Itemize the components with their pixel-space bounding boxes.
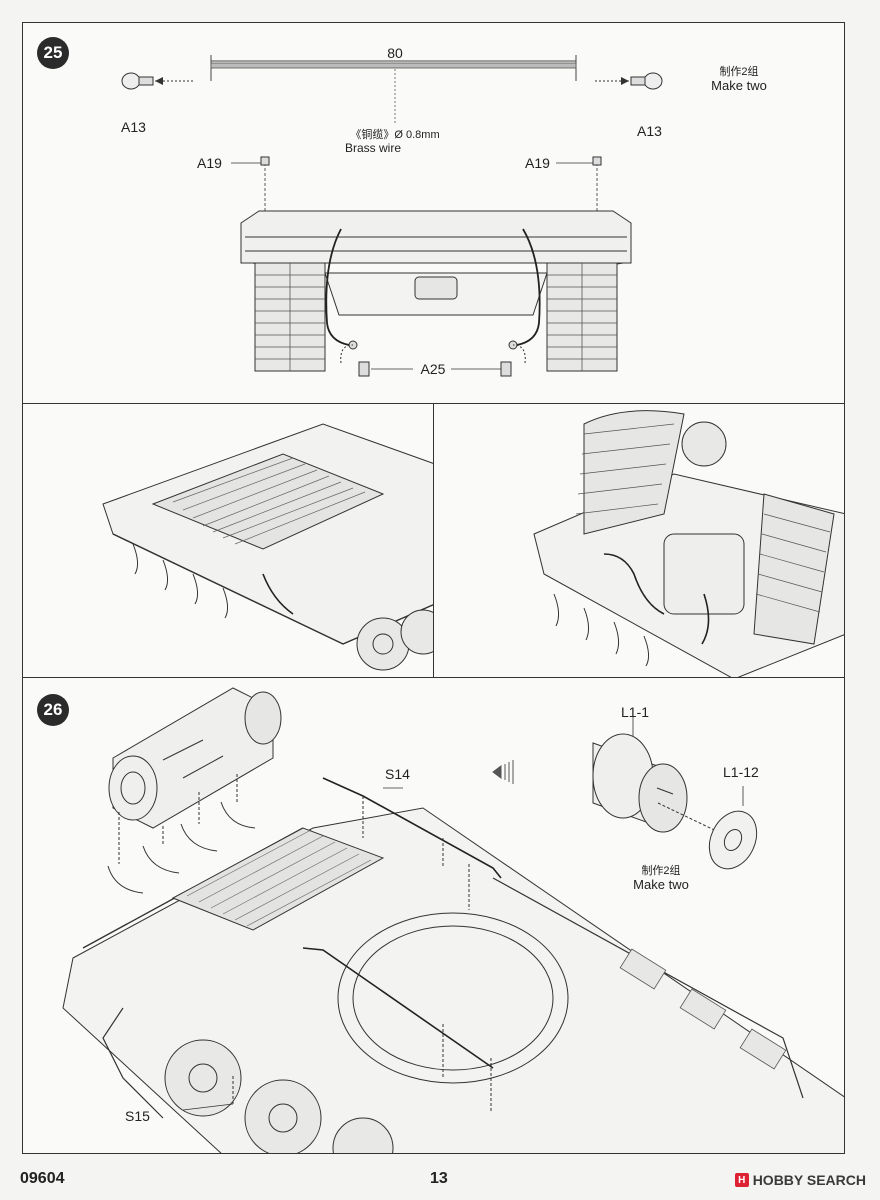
make-two-cn-26: 制作2组	[641, 865, 681, 877]
fuel-drum-stack-icon	[108, 687, 282, 829]
hobby-search-watermark: H HOBBY SEARCH	[734, 1172, 866, 1188]
drum-lid-l1-12-icon	[708, 786, 758, 870]
fuel-drum-l1-1-icon	[592, 708, 732, 839]
part-l1-12-label: L1-12	[723, 764, 759, 780]
wire-length-label: 80	[387, 45, 403, 61]
part-a13-left-label: A13	[121, 119, 146, 135]
detail-view-right	[433, 403, 845, 678]
step-25-panel: 25	[22, 22, 845, 404]
step-25-drawing	[121, 55, 663, 377]
part-a13-right-label: A13	[637, 123, 662, 139]
direction-arrow-icon	[492, 760, 514, 784]
make-two-en: Make two	[711, 78, 767, 93]
part-a13-left-icon	[121, 72, 193, 90]
page-number: 13	[430, 1170, 448, 1187]
step-26-panel: 26	[22, 677, 845, 1154]
detail-left-drawing	[102, 423, 433, 671]
hobby-search-text: HOBBY SEARCH	[752, 1172, 866, 1188]
tank-rear-view	[240, 210, 632, 372]
step-26-badge: 26	[37, 694, 69, 726]
part-a25-label: A25	[420, 361, 446, 377]
part-a13-right-icon	[595, 72, 663, 90]
part-s14-label: S14	[385, 766, 410, 782]
part-a19-left-label: A19	[197, 155, 222, 171]
hobby-search-logo-icon: H	[734, 1173, 749, 1187]
part-l1-1-label: L1-1	[621, 704, 650, 720]
detail-right-drawing	[533, 410, 844, 677]
step-26-drawing	[62, 687, 844, 1153]
product-code: 09604	[20, 1170, 65, 1187]
wire-spec-cn: 《铜缆》Ø 0.8mm	[350, 129, 440, 141]
step-25-badge: 25	[37, 37, 69, 69]
detail-view-left	[22, 403, 434, 678]
make-two-cn: 制作2组	[719, 66, 759, 78]
wire-spec-en: Brass wire	[344, 141, 402, 155]
part-a19-right-label: A19	[525, 155, 550, 171]
part-s15-label: S15	[125, 1108, 150, 1124]
make-two-en-26: Make two	[633, 877, 689, 892]
tank-hull-top-view	[62, 777, 844, 1153]
